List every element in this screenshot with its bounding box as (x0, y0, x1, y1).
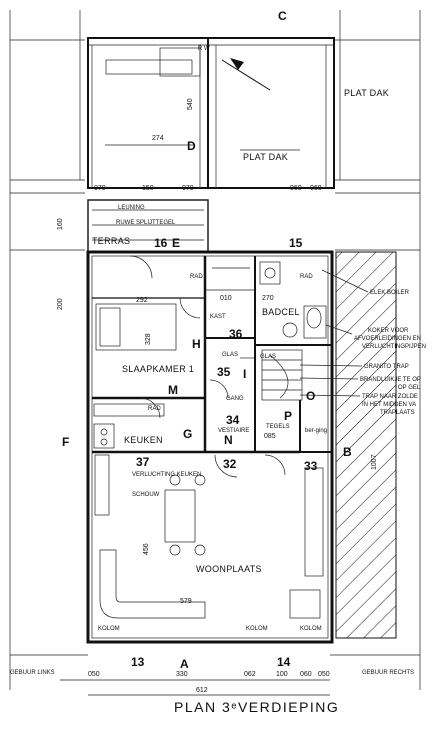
note-trap-2: IN HET MIDDEN VA (362, 402, 416, 408)
note-koker-1: KOKER VOOR (368, 328, 409, 334)
grid-letter-f: F (62, 435, 69, 449)
dim-328: 328 (145, 333, 152, 345)
note-koker-2: AFVOERLEIDINGEN EN (354, 336, 421, 342)
glas-label-1: GLAS (222, 352, 238, 358)
dim-540: 540 (187, 98, 194, 110)
grid-letter-e: E (172, 236, 180, 250)
grid-letter-g: G (183, 427, 192, 441)
grid-number-16: 16 (154, 236, 168, 250)
grid-letter-a: A (180, 657, 189, 671)
plat-dak-right-label: PLAT DAK (243, 152, 288, 162)
bed (95, 303, 177, 351)
dim-270: 270 (262, 295, 274, 302)
slaapkamer-label: SLAAPKAMER 1 (122, 364, 194, 374)
dim-070-a: 070 (94, 185, 106, 192)
grid-letter-b: B (343, 445, 352, 459)
dim-612: 612 (196, 687, 208, 694)
note-trap-3: TRAPLAATS (380, 410, 415, 416)
schouw-label: SCHOUW (132, 492, 160, 498)
rad-label-2: RAD (300, 274, 313, 280)
note-brand-2: OP GEL (398, 385, 421, 391)
rad-label-3: RAD (148, 406, 161, 412)
dim-330: 330 (176, 671, 188, 678)
bathroom-fixtures (259, 261, 327, 339)
kitchen-counter (93, 403, 165, 449)
gebuur-links-label: GEBUUR LINKS (10, 670, 55, 676)
kolom-label-1: KOLOM (98, 626, 120, 632)
woonplaats-label: WOONPLAATS (196, 564, 262, 574)
note-koker-3: VERLUCHTINGPIJPEN (362, 344, 426, 350)
dim-050-b: 050 (318, 671, 330, 678)
dim-060-a: 060 (290, 185, 302, 192)
note-elek-boiler: ELEK BOILER (370, 290, 410, 296)
dim-070-b: 070 (182, 185, 194, 192)
grid-letter-c: C (278, 9, 287, 23)
gang-label: GANG (226, 396, 244, 402)
grid-number-32: 32 (223, 457, 237, 471)
grid-number-13: 13 (131, 655, 145, 669)
grid-number-33: 33 (304, 459, 318, 473)
dim-062: 062 (244, 671, 256, 678)
dim-060-c: 060 (300, 671, 312, 678)
vestiaire-label: VESTIAIRE (218, 428, 249, 434)
site-grid-lines (9, 10, 421, 696)
gebuur-rechts-label: GEBUUR RECHTS (362, 670, 414, 676)
grid-number-36: 36 (229, 327, 243, 341)
grid-letter-h: H (192, 337, 201, 351)
dim-200: 200 (57, 298, 64, 310)
dim-150: 150 (142, 185, 154, 192)
kast-label: KAST (210, 314, 226, 320)
leuning-label: LEUNING (118, 205, 145, 211)
note-leader-lines (299, 269, 369, 397)
grid-letter-p: P (284, 409, 292, 423)
dim-060-b: 060 (310, 185, 322, 192)
dim-274: 274 (152, 135, 164, 142)
dim-579: 579 (180, 598, 192, 605)
dim-085: 085 (264, 433, 276, 440)
kolom-label-3: KOLOM (300, 626, 322, 632)
dim-160: 160 (57, 218, 64, 230)
rw-label: R W (198, 46, 210, 52)
door-swings (129, 255, 286, 478)
rad-label-1: RAD (190, 274, 203, 280)
terras-label: TERRAS (92, 236, 130, 246)
hatched-neighbor-zone (335, 251, 397, 639)
grid-number-14: 14 (277, 655, 291, 669)
berging-label: ber-ging (305, 428, 327, 434)
ruwe-splijttegel-label: RUWE SPLIJTTEGEL (116, 220, 176, 226)
note-trap-1: TRAP NAAR ZOLDE (362, 394, 418, 400)
grid-letter-i: I (243, 367, 246, 381)
living-furniture (94, 454, 324, 619)
dim-1007: 1007 (371, 454, 378, 470)
grid-letter-m: M (168, 383, 178, 397)
building-walls (86, 250, 334, 644)
glas-label-2: GLAS (260, 354, 276, 360)
dim-010: 010 (220, 295, 232, 302)
grid-letter-o: O (306, 389, 315, 403)
badcel-label: BADCEL (262, 307, 300, 317)
dim-100: 100 (276, 671, 288, 678)
kolom-label-2: KOLOM (246, 626, 268, 632)
grid-letter-n: N (224, 433, 233, 447)
grid-number-34: 34 (226, 413, 240, 427)
plat-dak-left-label: PLAT DAK (344, 88, 389, 98)
tegels-label: TEGELS (266, 424, 290, 430)
verluchting-keuken-label: VERLUCHTING KEUKEN (132, 472, 201, 478)
grid-number-15: 15 (289, 236, 303, 250)
grid-number-37: 37 (136, 455, 150, 469)
note-brand-1: BRANDLUIKJE TE OP (360, 377, 421, 383)
roof-zone (87, 37, 335, 189)
note-granito: GRANITO TRAP (364, 364, 409, 370)
grid-letter-d: D (187, 139, 196, 153)
dim-456: 456 (143, 543, 150, 555)
stair (261, 349, 303, 401)
keuken-label: KEUKEN (124, 435, 163, 445)
grid-number-35: 35 (217, 365, 231, 379)
dim-050-a: 050 (88, 671, 100, 678)
plan-title: PLAN 3ᵉVERDIEPING (174, 699, 339, 715)
dim-292: 292 (136, 297, 148, 304)
